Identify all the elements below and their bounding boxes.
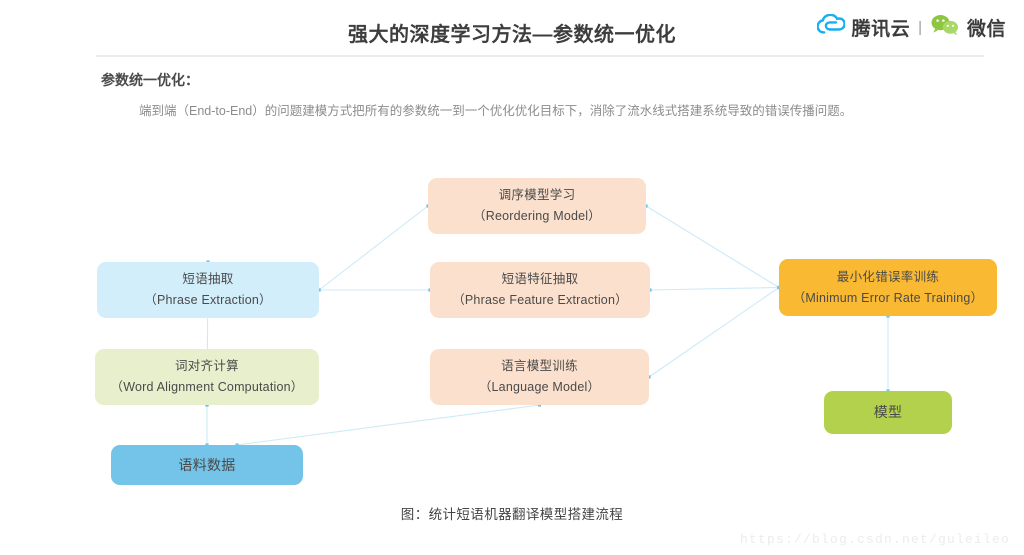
page-title: 强大的深度学习方法—参数统一优化: [348, 24, 676, 46]
node-label-en: （Phrase Extraction）: [144, 293, 272, 307]
connector-endpoint: [648, 288, 652, 292]
tencent-cloud-label: 腾讯云: [851, 19, 911, 40]
node-label-cn: 最小化错误率训练: [836, 269, 940, 284]
connector-endpoint: [537, 403, 542, 407]
connector-endpoint: [886, 314, 890, 318]
node-phrase-extraction[interactable]: 短语抽取 （Phrase Extraction）: [97, 262, 319, 318]
connector-line: [649, 286, 780, 291]
connector-endpoint: [205, 403, 209, 407]
node-label-cn: 短语特征抽取: [501, 272, 579, 286]
node-word-alignment-computation[interactable]: 词对齐计算 （Word Alignment Computation）: [95, 349, 319, 405]
node-label-cn: 调序模型学习: [498, 188, 576, 202]
node-label-cn: 短语抽取: [182, 272, 234, 286]
node-reordering-model[interactable]: 调序模型学习 （Reordering Model）: [428, 178, 646, 234]
node-label-cn: 语料数据: [178, 456, 236, 473]
section-body-text: 端到端（End-to-End）的问题建模方式把所有的参数统一到一个优化优化目标下…: [139, 104, 853, 118]
node-label-en: （Phrase Feature Extraction）: [452, 293, 628, 307]
connector-endpoint: [317, 288, 321, 292]
wechat-icon: [930, 14, 960, 41]
node-label-en: （Language Model）: [478, 380, 601, 394]
figure-caption: 图：统计短语机器翻译模型搭建流程: [400, 507, 624, 522]
node-phrase-feature-extraction[interactable]: 短语特征抽取 （Phrase Feature Extraction）: [430, 262, 650, 318]
brand-separator: |: [918, 19, 922, 36]
flow-diagram: 调序模型学习 （Reordering Model） 短语抽取 （Phrase Extr…: [0, 150, 1024, 510]
connector-endpoint: [886, 389, 890, 393]
node-corpus-data[interactable]: 语料数据: [111, 445, 303, 485]
node-language-model[interactable]: 语言模型训练 （Language Model）: [430, 349, 649, 405]
node-label-cn: 语言模型训练: [501, 359, 578, 373]
node-model-output[interactable]: 模型: [824, 391, 952, 434]
node-label-en: （Reordering Model）: [473, 209, 601, 223]
watermark-url: https://blog.csdn.net/guleileo: [739, 532, 1010, 547]
brand-lockup: 腾讯云 | 微信: [815, 13, 1006, 41]
node-minimum-error-rate-training[interactable]: 最小化错误率训练 （Minimum Error Rate Training）: [779, 259, 997, 316]
connector-line: [645, 205, 780, 288]
node-label-cn: 词对齐计算: [174, 359, 239, 373]
tencent-cloud-icon: [815, 13, 846, 41]
wechat-label: 微信: [966, 19, 1006, 40]
header-divider: [96, 55, 984, 57]
section-heading: 参数统一优化：: [101, 72, 199, 88]
connector-line: [236, 404, 540, 446]
node-label-cn: 模型: [873, 404, 903, 420]
connector-line: [648, 287, 780, 378]
connector-endpoint: [647, 375, 651, 379]
connector-line: [318, 205, 429, 291]
node-label-en: （Word Alignment Computation）: [110, 380, 304, 394]
node-label-en: （Minimum Error Rate Training）: [792, 290, 984, 305]
connector-endpoint: [644, 204, 648, 208]
